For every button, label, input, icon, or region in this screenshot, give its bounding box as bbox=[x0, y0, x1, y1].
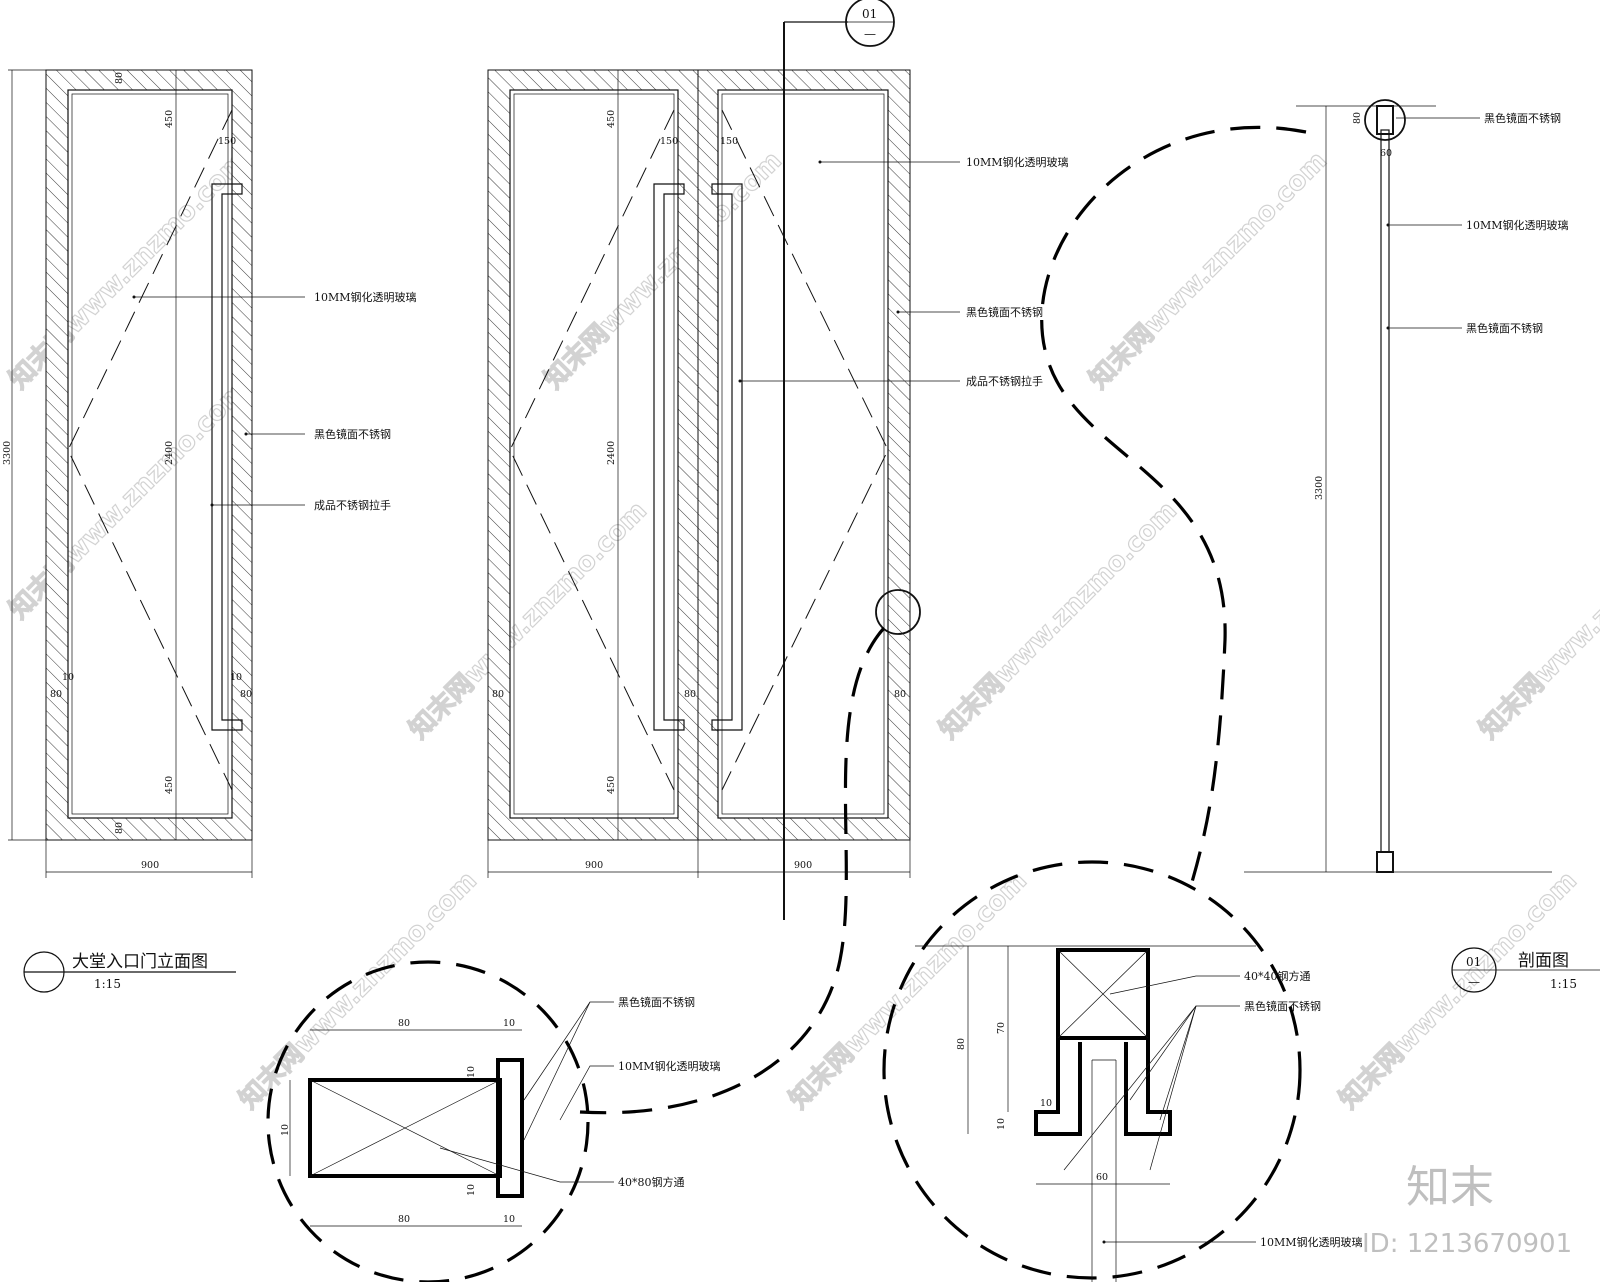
detail-top-rail: 80 70 10 10 60 40*40钢方通 黑色镜面不锈钢 10MM钢化透明… bbox=[882, 860, 1363, 1282]
watermark-text: 知末网www.znzmo.com bbox=[404, 496, 653, 745]
dim-450: 450 bbox=[164, 776, 175, 794]
door-frame-hatch-left bbox=[487, 69, 699, 841]
label-glass: 10MM钢化透明玻璃 bbox=[966, 155, 1069, 169]
section-title-number: 01 bbox=[1466, 955, 1481, 969]
dim-150: 150 bbox=[660, 136, 678, 147]
dim-60: 60 bbox=[1096, 1172, 1108, 1183]
dim-80: 80 bbox=[240, 689, 252, 700]
watermark-text: 知末网www.znzmo.com bbox=[1474, 496, 1600, 745]
dim-450: 450 bbox=[606, 110, 617, 128]
dim-2400: 2400 bbox=[164, 441, 175, 465]
watermark-text: 知末网www.znzmo.com bbox=[1334, 866, 1583, 1115]
dim-3300: 3300 bbox=[1314, 476, 1325, 500]
label-black-steel: 黑色镜面不锈钢 bbox=[1484, 111, 1561, 125]
dim-10: 10 bbox=[280, 1124, 291, 1136]
section-title: 剖面图 bbox=[1518, 951, 1569, 971]
label-tube-40x80: 40*80钢方通 bbox=[618, 1175, 685, 1189]
dim-900: 900 bbox=[585, 860, 603, 871]
watermark-text: 知末网www.znzmo.com bbox=[4, 376, 253, 625]
dim-80: 80 bbox=[114, 72, 125, 84]
label-black-steel: 黑色镜面不锈钢 bbox=[1244, 999, 1321, 1013]
dim-2400: 2400 bbox=[606, 441, 617, 465]
dim-10: 10 bbox=[466, 1066, 477, 1078]
elevation-double-door: 450 2400 450 900 900 150 150 80 80 80 01… bbox=[487, 0, 1069, 920]
elevation-single-door: 3300 450 2400 450 900 150 80 80 80 10 10… bbox=[2, 69, 417, 993]
brand-logo-text: 知末 bbox=[1406, 1162, 1494, 1213]
label-handle: 成品不锈钢拉手 bbox=[966, 374, 1043, 388]
label-glass: 10MM钢化透明玻璃 bbox=[1260, 1235, 1363, 1249]
section-marker-number: 01 bbox=[862, 7, 877, 21]
detail-connectors bbox=[579, 125, 1307, 1115]
watermark-text: 知末网www.znzmo.com bbox=[234, 866, 483, 1115]
dim-10: 10 bbox=[996, 1118, 1007, 1130]
dim-450: 450 bbox=[606, 776, 617, 794]
door-handle bbox=[653, 183, 685, 731]
door-handle bbox=[211, 183, 243, 731]
dim-900: 900 bbox=[141, 860, 159, 871]
dim-80: 80 bbox=[894, 689, 906, 700]
dim-80: 80 bbox=[1352, 112, 1363, 124]
section-scale: 1:15 bbox=[1550, 977, 1577, 991]
dim-60: 60 bbox=[1380, 148, 1392, 159]
elevation-scale: 1:15 bbox=[94, 977, 121, 991]
dim-80: 80 bbox=[684, 689, 696, 700]
dim-10: 10 bbox=[503, 1214, 515, 1225]
door-handle bbox=[711, 183, 743, 731]
dim-80: 80 bbox=[956, 1038, 967, 1050]
label-tube-40x40: 40*40钢方通 bbox=[1244, 969, 1311, 983]
watermark-text: 知末网www.znzmo.com bbox=[934, 496, 1183, 745]
dim-450: 450 bbox=[164, 110, 175, 128]
dim-80: 80 bbox=[398, 1214, 410, 1225]
dim-80: 80 bbox=[492, 689, 504, 700]
dim-150: 150 bbox=[720, 136, 738, 147]
label-glass: 10MM钢化透明玻璃 bbox=[314, 290, 417, 304]
watermark-text: 知末网www.znzmo.com bbox=[539, 146, 788, 395]
dim-10: 10 bbox=[466, 1184, 477, 1196]
watermark-text: 知末网www.znzmo.com bbox=[4, 146, 253, 395]
label-glass: 10MM钢化透明玻璃 bbox=[618, 1059, 721, 1073]
label-glass: 10MM钢化透明玻璃 bbox=[1466, 218, 1569, 232]
black-steel-channel bbox=[1034, 1038, 1172, 1136]
section-title-sub: — bbox=[1468, 975, 1480, 989]
dim-10: 10 bbox=[62, 672, 74, 683]
dim-70: 70 bbox=[996, 1022, 1007, 1034]
dim-150: 150 bbox=[218, 136, 236, 147]
label-black-steel: 黑色镜面不锈钢 bbox=[618, 995, 695, 1009]
door-swing-lines bbox=[67, 109, 233, 791]
label-black-steel: 黑色镜面不锈钢 bbox=[1466, 321, 1543, 335]
steel-tube-40x40 bbox=[1056, 948, 1150, 1040]
door-swing-lines bbox=[721, 109, 889, 791]
detail-circle-a bbox=[266, 960, 590, 1282]
detail-plan-stile: 80 10 80 10 10 10 10 黑色镜面不锈钢 10MM钢化透明玻璃 … bbox=[266, 960, 721, 1282]
section-view: 3300 80 60 黑色镜面不锈钢 10MM钢化透明玻璃 黑色镜面不锈钢 01… bbox=[1244, 99, 1600, 993]
brand-watermark: 知末 ID: 1213670901 bbox=[1362, 1162, 1572, 1259]
image-id-label: ID: 1213670901 bbox=[1362, 1229, 1572, 1259]
dim-3300: 3300 bbox=[2, 441, 13, 465]
dim-900: 900 bbox=[794, 860, 812, 871]
dim-80: 80 bbox=[398, 1018, 410, 1029]
label-handle: 成品不锈钢拉手 bbox=[314, 498, 391, 512]
dim-10: 10 bbox=[1040, 1098, 1052, 1109]
label-black-steel: 黑色镜面不锈钢 bbox=[966, 305, 1043, 319]
section-glass-panel bbox=[1380, 129, 1390, 853]
dim-80: 80 bbox=[50, 689, 62, 700]
section-marker-sub: — bbox=[864, 27, 876, 41]
door-swing-lines bbox=[509, 109, 675, 791]
connector-curve bbox=[579, 626, 886, 1115]
dim-10: 10 bbox=[230, 672, 242, 683]
black-steel-plate bbox=[496, 1058, 524, 1198]
watermark-text: 知末网www.znzmo.com bbox=[784, 866, 1033, 1115]
connector-curve bbox=[1040, 125, 1307, 883]
detail-callout-circle bbox=[875, 589, 921, 635]
label-black-steel: 黑色镜面不锈钢 bbox=[314, 427, 391, 441]
elevation-title: 大堂入口门立面图 bbox=[72, 952, 208, 972]
dim-10: 10 bbox=[503, 1018, 515, 1029]
watermark-text: 知末网www.znzmo.com bbox=[1084, 146, 1333, 395]
dim-80: 80 bbox=[114, 822, 125, 834]
